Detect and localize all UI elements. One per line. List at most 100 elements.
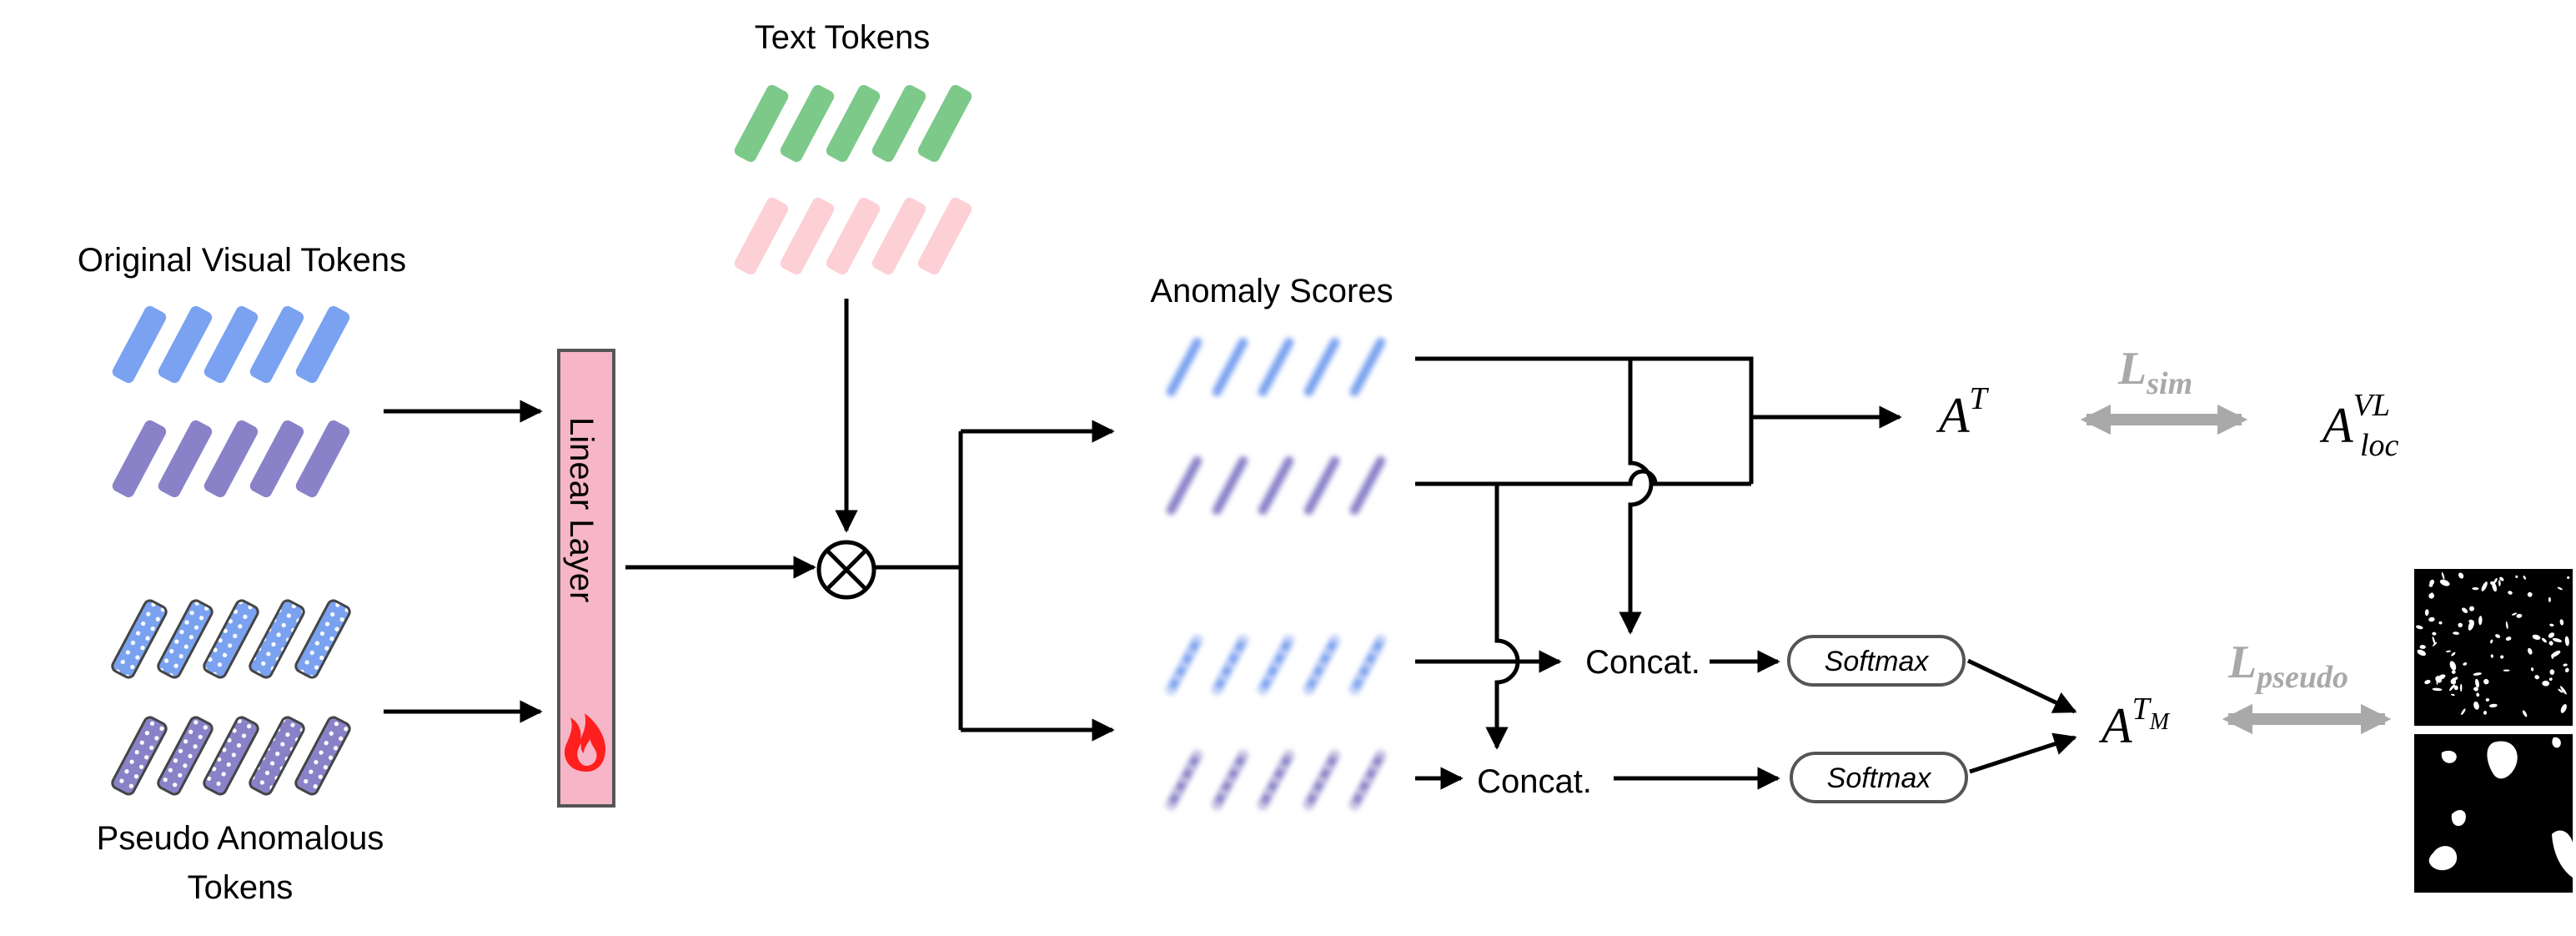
token [249,420,304,498]
mask-speck [2559,619,2564,626]
mask-speck [2431,592,2434,597]
mask-speck [2424,609,2429,616]
score-dot [1358,675,1363,680]
token [734,197,789,275]
flame-icon [564,713,606,772]
mask-speck [2428,616,2435,622]
mask-speck [2453,632,2460,635]
l-sim-label: Lsim [2117,343,2192,401]
score-dot [1378,637,1383,642]
mask-speck [2505,621,2508,630]
token [1166,337,1203,397]
score-dot [1326,650,1331,655]
mask-speck [2441,571,2445,580]
score-dot [1241,637,1246,642]
mask-speck [2419,645,2426,649]
mask-speck [2557,586,2563,591]
mask-speck [2549,623,2554,627]
mask-speck [2451,670,2456,674]
mask-speck [2515,575,2518,578]
score-dot [1352,687,1357,692]
mask-speck [2449,661,2457,671]
row2-to-concat-bottom [1485,484,1520,750]
token [295,420,350,498]
mask-speck [2549,669,2555,675]
token [917,197,972,275]
token [1349,337,1386,397]
mask-speck [2516,613,2523,618]
mask-speck [2560,704,2567,713]
token [734,84,789,163]
token [158,420,213,498]
mask-speck [2542,680,2550,687]
anomaly-scores-row4 [1166,750,1386,810]
mask-speck [2439,579,2450,586]
token [158,305,213,384]
score-dot [1241,752,1246,757]
score-dot [1168,803,1173,808]
mask-speck [2505,637,2512,642]
mask-speck [2523,575,2527,580]
score-dot [1267,790,1272,795]
score-dot [1306,687,1311,692]
a-t-output: AT [1936,381,1990,443]
score-dot [1260,803,1265,808]
mask-speck [2483,711,2488,715]
score-dot [1319,777,1324,783]
mask-speck [2483,678,2489,685]
mask-speck [2417,649,2427,657]
mask-speck [2548,641,2553,646]
mask-speck [2472,586,2479,591]
score-dot [1273,777,1278,783]
score-dot [1352,803,1357,808]
token [826,84,881,163]
token-dot-pattern [249,716,305,796]
score-dot [1228,662,1233,667]
score-dot [1234,650,1239,655]
anomaly-scores-row2 [1166,455,1386,516]
token [1212,455,1248,516]
token-dot-pattern [203,716,259,796]
score-dot [1214,687,1219,692]
l-pseudo-label: Lpseudo [2227,637,2348,695]
mask-speck [2469,606,2474,611]
text-tokens-label: Text Tokens [755,19,931,56]
mask-speck [2495,634,2501,638]
score-dot [1214,803,1219,808]
concat-bottom-label: Concat. [1477,763,1592,800]
softmax-bottom-label: Softmax [1827,762,1932,794]
pseudo-anomalous-tokens-row2 [111,716,351,796]
mask-speck [2511,612,2518,616]
mask-speck [2485,697,2490,702]
score-dot [1372,650,1377,655]
original-visual-tokens-label: Original Visual Tokens [78,242,406,279]
mask-speck [2461,708,2466,716]
token [1349,455,1386,516]
mask-speck [2541,637,2547,643]
mask-speck [2416,625,2423,630]
score-dot [1372,765,1377,770]
linear-layer-label: Linear Layer [563,417,600,602]
mask-speck [2522,710,2528,717]
token-dot-pattern [249,599,305,679]
mask-speck [2458,572,2464,579]
score-dot [1188,765,1193,770]
a-tm-output: ATM [2098,692,2171,753]
mask-speck [2551,650,2561,657]
mask-speck [2490,581,2495,586]
mask-speck [2451,652,2456,657]
token [112,305,167,384]
token [1258,455,1294,516]
mask-speck [2558,688,2563,693]
mask-speck [2478,616,2483,626]
mask-speck [2449,684,2455,692]
token [1303,455,1340,516]
score-dot [1175,790,1180,795]
pseudo-mask-image-top [2414,569,2573,726]
token-dot-pattern [294,599,351,679]
token [1212,337,1248,397]
mask-speck [2490,639,2493,644]
mask-speck [2490,654,2493,658]
token [826,197,881,275]
